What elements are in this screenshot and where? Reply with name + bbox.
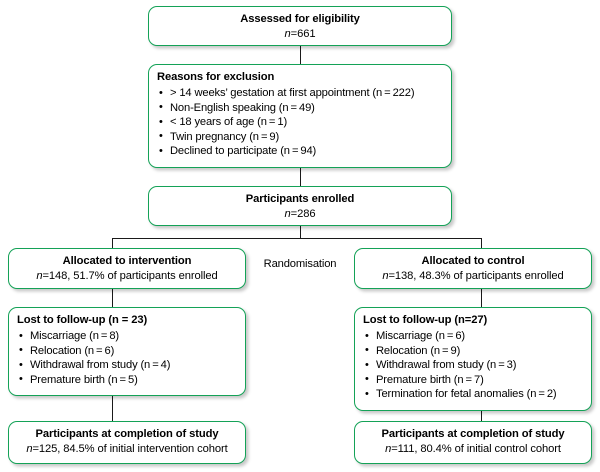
connector-intervention-to-lost: [112, 289, 113, 307]
eligibility-count-prefix: n: [284, 28, 291, 40]
eligibility-count-value: =661: [290, 28, 316, 40]
enrolled-count-prefix: n: [284, 208, 291, 220]
control-count-prefix: n: [382, 270, 389, 282]
intervention-count: n=148, 51.7% of participants enrolled: [17, 269, 237, 284]
control-count-value: =138, 48.3% of participants enrolled: [388, 270, 564, 282]
control-title: Allocated to control: [421, 255, 525, 267]
intervention-count-prefix: n: [36, 270, 43, 282]
connector-eligibility-to-exclusion: [300, 46, 301, 64]
list-item: Premature birth (n = 7): [363, 372, 583, 388]
intervention-title: Allocated to intervention: [62, 255, 192, 267]
box-allocated-to-control: Allocated to control n=138, 48.3% of par…: [354, 248, 592, 289]
completion-intervention-count-prefix: n: [26, 443, 33, 455]
list-item: Miscarriage (n = 8): [17, 329, 237, 344]
exclusion-title: Reasons for exclusion: [157, 71, 275, 83]
connector-exclusion-to-enrolled: [300, 168, 301, 186]
list-item: Miscarriage (n = 6): [363, 329, 583, 344]
exclusion-reason-list: > 14 weeks’ gestation at first appointme…: [157, 86, 443, 159]
list-item: Withdrawal from study (n = 4): [17, 358, 237, 373]
lost-control-title: Lost to follow-up (n=27): [363, 314, 488, 326]
control-count: n=138, 48.3% of participants enrolled: [363, 269, 583, 284]
connector-enrolled-to-split: [300, 226, 301, 238]
completion-control-count-prefix: n: [385, 443, 392, 455]
box-assessed-for-eligibility: Assessed for eligibility n=661: [148, 6, 452, 46]
box-reasons-for-exclusion: Reasons for exclusion > 14 weeks’ gestat…: [148, 64, 452, 168]
lost-intervention-title: Lost to follow-up (n = 23): [17, 314, 148, 326]
box-participants-enrolled: Participants enrolled n=286: [148, 186, 452, 226]
completion-intervention-title: Participants at completion of study: [35, 428, 219, 440]
box-completion-intervention: Participants at completion of study n=12…: [8, 421, 246, 464]
list-item: Premature birth (n = 5): [17, 372, 237, 388]
connector-lost-to-completion-control: [481, 411, 482, 421]
enrolled-count: n=286: [157, 207, 443, 222]
list-item: Relocation (n = 9): [363, 343, 583, 359]
list-item: Termination for fetal anomalies (n = 2): [363, 387, 583, 402]
connector-lost-to-completion-intervention: [112, 396, 113, 421]
list-item: Relocation (n = 6): [17, 343, 237, 359]
enrolled-count-value: =286: [290, 208, 316, 220]
list-item: Declined to participate (n = 94): [157, 144, 443, 159]
box-lost-to-followup-intervention: Lost to follow-up (n = 23) Miscarriage (…: [8, 307, 246, 396]
list-item: Non-English speaking (n = 49): [157, 100, 443, 116]
lost-control-reason-list: Miscarriage (n = 6) Relocation (n = 9) W…: [363, 329, 583, 402]
list-item: Withdrawal from study (n = 3): [363, 358, 583, 373]
list-item: > 14 weeks’ gestation at first appointme…: [157, 86, 443, 101]
connector-split-to-control: [481, 238, 482, 248]
randomisation-label: Randomisation: [263, 258, 337, 270]
list-item: < 18 years of age (n = 1): [157, 115, 443, 130]
connector-split-to-intervention: [112, 238, 113, 248]
eligibility-title: Assessed for eligibility: [240, 13, 360, 25]
completion-control-title: Participants at completion of study: [381, 428, 565, 440]
list-item: Twin pregnancy (n = 9): [157, 129, 443, 145]
completion-control-count: n=111, 80.4% of initial control cohort: [363, 442, 583, 457]
completion-control-count-value: =111, 80.4% of initial control cohort: [391, 443, 561, 455]
enrolled-title: Participants enrolled: [245, 193, 355, 205]
completion-intervention-count: n=125, 84.5% of initial intervention coh…: [17, 442, 237, 457]
completion-intervention-count-value: =125, 84.5% of initial intervention coho…: [32, 443, 228, 455]
connector-control-to-lost: [481, 289, 482, 307]
box-completion-control: Participants at completion of study n=11…: [354, 421, 592, 464]
box-lost-to-followup-control: Lost to follow-up (n=27) Miscarriage (n …: [354, 307, 592, 411]
intervention-count-value: =148, 51.7% of participants enrolled: [42, 270, 218, 282]
connector-randomisation-bar: [112, 238, 482, 239]
eligibility-count: n=661: [157, 27, 443, 42]
lost-intervention-reason-list: Miscarriage (n = 8) Relocation (n = 6) W…: [17, 329, 237, 387]
box-allocated-to-intervention: Allocated to intervention n=148, 51.7% o…: [8, 248, 246, 289]
